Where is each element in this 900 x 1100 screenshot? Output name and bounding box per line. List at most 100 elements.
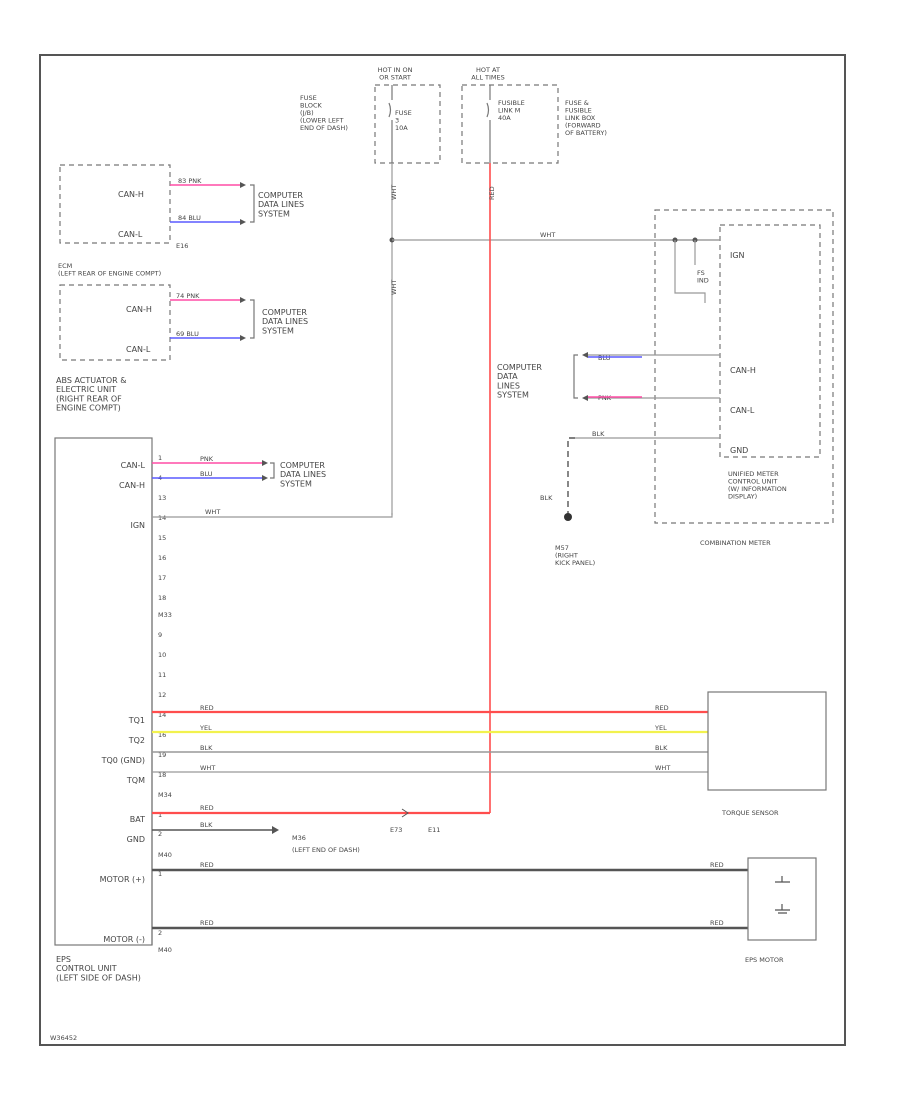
abs-canh-label: CAN-H: [126, 305, 152, 314]
motor-plus-color: RED: [200, 861, 214, 869]
eps-pin-tq0: TQ0 (GND): [101, 756, 145, 765]
eps-pin-tq2: TQ2: [128, 736, 145, 745]
meter-outer-box: [654, 209, 834, 524]
meter-gnd-color: BLK: [592, 430, 605, 438]
diagram-frame: [39, 54, 846, 1046]
svg-text:9: 9: [158, 631, 162, 639]
meter-gnd-label: GND: [730, 446, 748, 455]
svg-text:14: 14: [158, 514, 166, 522]
eps-pin-canl: CAN-L: [121, 461, 146, 470]
svg-text:15: 15: [158, 534, 166, 542]
svg-text:13: 13: [158, 494, 166, 502]
tq0-color: BLK: [200, 744, 213, 752]
eps-box: [54, 437, 153, 946]
eps-pin-motor-plus: MOTOR (+): [100, 875, 145, 884]
eps-pin-ign: IGN: [130, 521, 145, 530]
eps-pin-motor-minus: MOTOR (-): [103, 935, 145, 944]
ecm-canh-label: CAN-H: [118, 190, 144, 199]
abs-canl-label: CAN-L: [126, 345, 151, 354]
eps-pin-tq1: TQ1: [128, 716, 145, 725]
svg-text:M34: M34: [158, 791, 172, 799]
eps-pin-canh: CAN-H: [119, 481, 145, 490]
ecm-w1: 83 PNK: [178, 177, 202, 185]
eps-pin-numbers: 1 4 13 14 15 16 17 18 M33 9 10 11 12 14 …: [158, 454, 172, 954]
eps-ground-id: M36: [292, 834, 306, 842]
eps-canl-color: PNK: [200, 455, 214, 463]
abs-title: ABS ACTUATOR &ELECTRIC UNIT(RIGHT REAR O…: [56, 376, 126, 413]
eps-canh-color: BLU: [200, 470, 213, 478]
fuse-3-symbol: [388, 85, 393, 163]
svg-text:1: 1: [158, 811, 162, 819]
svg-text:18: 18: [158, 771, 166, 779]
meter-ground-symbol: [564, 513, 572, 521]
tq-r1: RED: [655, 704, 669, 712]
svg-text:2: 2: [158, 929, 162, 937]
torque-sensor-box: [707, 691, 827, 791]
tqm-color: WHT: [200, 764, 215, 772]
svg-text:2: 2: [158, 830, 162, 838]
svg-text:17: 17: [158, 574, 166, 582]
eps-pin-tqm: TQM: [126, 776, 145, 785]
ecm-connector: E16: [176, 242, 188, 250]
torque-sensor: TORQUE SENSOR: [707, 691, 827, 817]
wht-meter-label: WHT: [540, 231, 555, 239]
eps-pin-gnd: GND: [127, 835, 145, 844]
svg-text:19: 19: [158, 751, 166, 759]
motor-symbol-icon: [775, 904, 790, 914]
fusible-link-symbol: [486, 85, 491, 163]
bat-color: RED: [200, 804, 214, 812]
eps-motor: EPS MOTOR: [745, 857, 817, 964]
eps-pin-bat: BAT: [130, 815, 145, 824]
ecm-canl-label: CAN-L: [118, 230, 143, 239]
red-wire-label: RED: [488, 186, 496, 200]
eps-control-unit: CAN-L CAN-H IGN TQ1 TQ2 TQ0 (GND) TQM BA…: [54, 437, 748, 982]
meter-canh-color: BLU: [598, 354, 611, 362]
meter-title: COMBINATION METER: [700, 539, 771, 547]
eps-ground-loc: (LEFT END OF DASH): [292, 846, 360, 854]
eps-ign-wire: [152, 513, 393, 518]
svg-text:1: 1: [158, 870, 162, 878]
tq-r4: WHT: [655, 764, 670, 772]
tq2-color: YEL: [199, 724, 212, 732]
abs-box: [59, 284, 171, 361]
meter-blk-label: BLK: [540, 494, 553, 502]
wht-wire-label-1: WHT: [390, 185, 398, 200]
eps-ign-color: WHT: [205, 508, 220, 516]
abs-w1: 74 PNK: [176, 292, 200, 300]
meter-ign-label: IGN: [730, 251, 745, 260]
eps-motor-box: [747, 857, 817, 941]
svg-text:M40: M40: [158, 851, 172, 859]
fuse-block-box: [374, 84, 441, 164]
junction-e11: E11: [428, 826, 440, 834]
svg-text:16: 16: [158, 731, 166, 739]
svg-text:18: 18: [158, 594, 166, 602]
junction-e73: E73: [390, 826, 402, 834]
ecm-w2: 84 BLU: [178, 214, 201, 222]
svg-text:14: 14: [158, 711, 166, 719]
tq1-color: RED: [200, 704, 214, 712]
torque-sensor-title: TORQUE SENSOR: [721, 809, 779, 817]
ecm-box-top: [59, 164, 171, 244]
motor-minus-color: RED: [200, 919, 214, 927]
ecm-title: ECM(LEFT REAR OF ENGINE COMPT): [58, 262, 161, 277]
wht-wire-label-2: WHT: [390, 280, 398, 295]
meter-canh-label: CAN-H: [730, 366, 756, 375]
svg-text:16: 16: [158, 554, 166, 562]
motor-r2: RED: [710, 919, 724, 927]
